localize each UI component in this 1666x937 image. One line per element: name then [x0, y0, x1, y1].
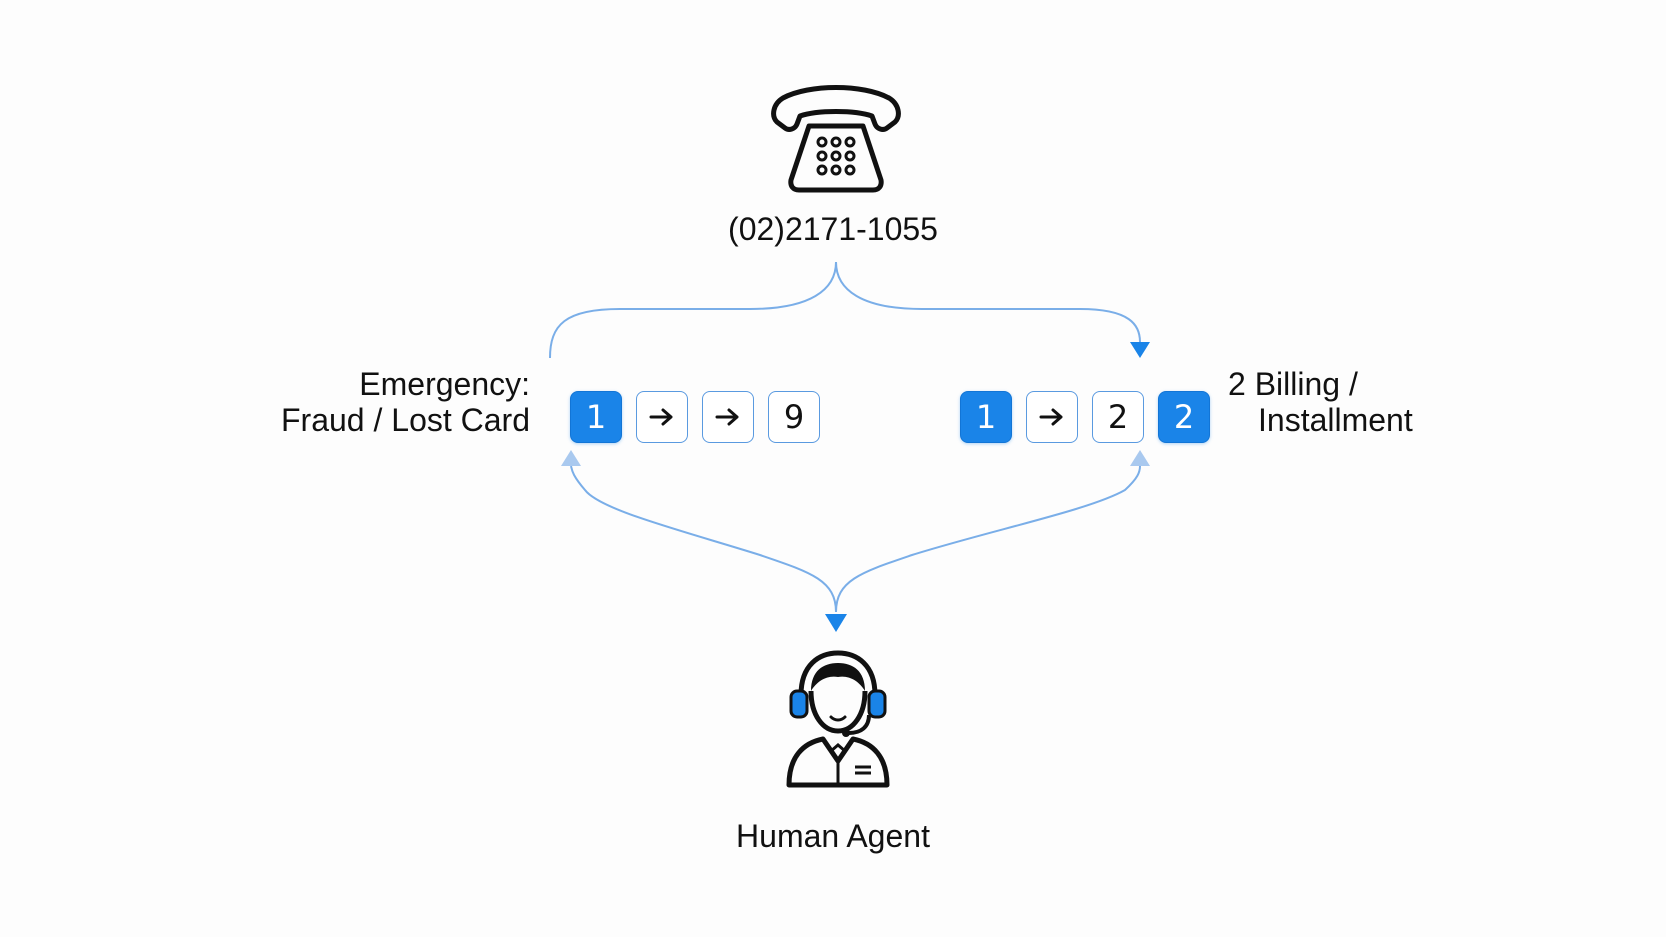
billing-label-line2: Installment	[1258, 402, 1413, 438]
emergency-label-line2: Fraud / Lost Card	[281, 402, 530, 438]
arrowhead-to-emergency	[561, 450, 581, 466]
arrowhead-to-agent	[825, 614, 847, 632]
emergency-key-arrow-1[interactable]	[636, 391, 688, 443]
billing-key-1[interactable]: 1	[960, 391, 1012, 443]
emergency-route-label: Emergency: Fraud / Lost Card	[220, 366, 530, 438]
emergency-label-line1: Emergency:	[359, 366, 530, 402]
billing-key-2-selected[interactable]: 2	[1158, 391, 1210, 443]
telephone-icon	[769, 82, 903, 198]
billing-label-line1: 2 Billing /	[1228, 366, 1358, 402]
billing-key-arrow[interactable]	[1026, 391, 1078, 443]
arrowhead-to-billing-upward	[1130, 450, 1150, 466]
billing-key-2[interactable]: 2	[1092, 391, 1144, 443]
connector-agent-to-billing	[835, 465, 1141, 613]
emergency-key-1[interactable]: 1	[570, 391, 622, 443]
connector-agent-to-emergency	[570, 465, 837, 613]
emergency-key-9[interactable]: 9	[768, 391, 820, 443]
billing-route-label: 2 Billing / Installment	[1228, 366, 1488, 438]
customer-service-agent-icon	[783, 645, 893, 793]
connector-phone-to-billing	[835, 261, 1141, 343]
agent-label: Human Agent	[736, 818, 930, 854]
arrow-right-icon	[649, 408, 673, 426]
connector-phone-to-emergency	[549, 261, 837, 359]
emergency-key-arrow-2[interactable]	[702, 391, 754, 443]
phone-number[interactable]: (02)2171-1055	[728, 211, 938, 247]
arrow-right-icon	[1039, 408, 1063, 426]
arrowhead-to-billing	[1130, 342, 1150, 358]
arrow-right-icon	[715, 408, 739, 426]
